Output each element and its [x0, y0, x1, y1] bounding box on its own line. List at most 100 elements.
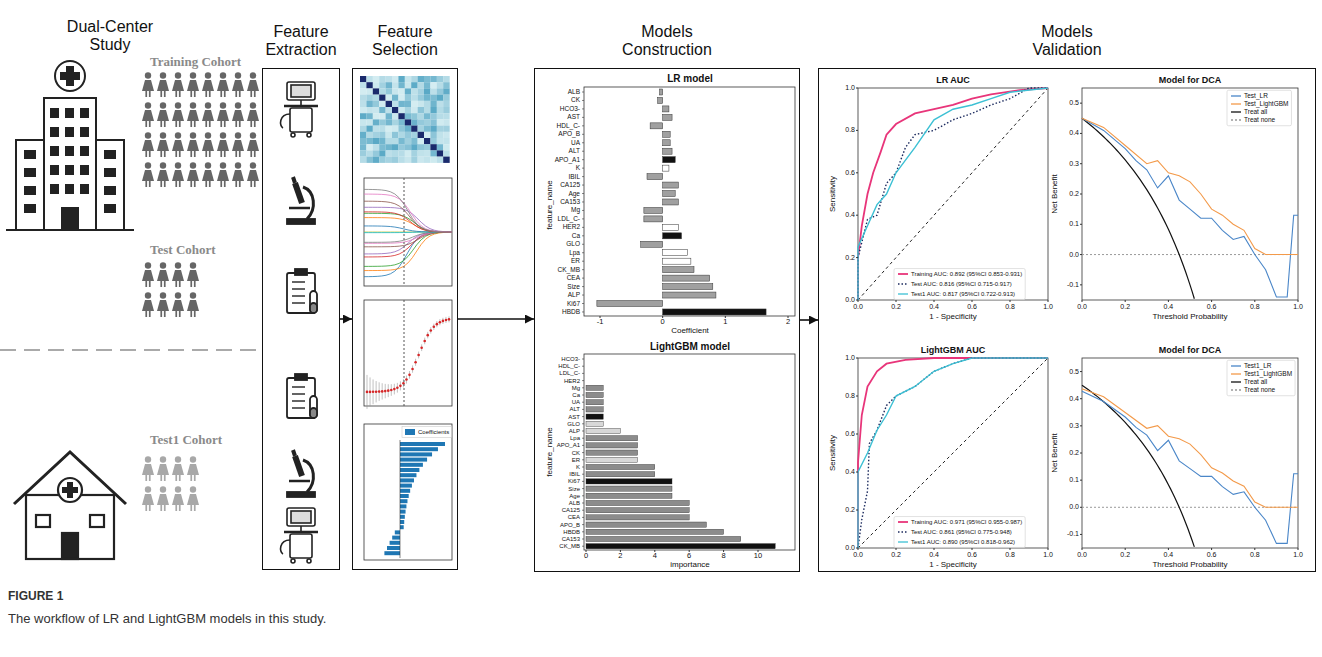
tick-label: 0.8: [1250, 303, 1260, 311]
person-icon: [187, 262, 199, 287]
tick-label: 0.4: [1069, 395, 1079, 403]
legend-text: Test1_LR: [1244, 362, 1271, 369]
feature-name: K: [576, 164, 580, 171]
person-icon: [217, 72, 229, 97]
tick-label: 0.0: [853, 303, 863, 311]
person-icon: [172, 132, 184, 157]
person-icon: [172, 456, 184, 481]
panel-heading: Feature Extraction: [254, 23, 349, 59]
person-icon: [187, 456, 199, 481]
feature-name: APO_B: [558, 131, 580, 138]
legend-line-sample: [898, 521, 908, 523]
panel-box: Models Validation: [818, 68, 1316, 572]
person-icon: [217, 102, 229, 127]
feature-name: CA153: [560, 198, 580, 205]
tick-label: 0.2: [845, 254, 855, 262]
feature-name: APO_A1: [557, 442, 580, 449]
legend-line-sample: [1231, 103, 1241, 104]
person-icon: [157, 292, 169, 317]
feature-name: CA125: [562, 507, 580, 514]
tick-label: 0.6: [967, 303, 977, 311]
person-icon: [142, 456, 154, 481]
feature-name: ALP: [568, 291, 580, 298]
feature-name: HCO3-: [561, 356, 580, 363]
person-icon: [157, 102, 169, 127]
tick-label: 1.0: [1043, 551, 1053, 559]
feature-name: ALB: [568, 88, 580, 95]
tick-label: 1: [723, 318, 727, 327]
dca-chart: [1080, 88, 1298, 302]
feature-name: CA153: [562, 536, 580, 543]
person-icon: [172, 292, 184, 317]
feature-name: AST: [567, 114, 580, 121]
legend-line-sample: [1231, 373, 1241, 374]
legend-line-sample: [898, 531, 908, 532]
tick-label: 0.0: [845, 296, 855, 304]
panel-heading: Feature Selection: [358, 23, 453, 59]
legend-line-sample: [1231, 389, 1241, 390]
feature-name: CEA: [567, 274, 580, 281]
tick-label: 0.4: [1069, 129, 1079, 137]
legend-box: [1227, 360, 1295, 395]
axis-title: Sensitivity: [828, 435, 837, 471]
axis-title: Coefficient: [671, 326, 709, 335]
roc-chart: [856, 88, 1048, 302]
legend-line-sample: [1231, 111, 1241, 112]
legend-box: [894, 517, 1025, 548]
feature-name: GLO: [567, 420, 580, 427]
tick-label: 0.2: [1069, 449, 1079, 457]
person-icon: [172, 486, 184, 511]
legend-box: [894, 269, 1025, 300]
ultrasound-icon: [281, 82, 318, 137]
tick-label: 0.3: [1069, 422, 1079, 430]
person-icon: [202, 72, 214, 97]
feature-name: Size: [568, 485, 580, 492]
legend-text: Test AUC: 0.816 (95%CI 0.715-0.917): [911, 281, 1012, 288]
legend-line-sample: [1231, 381, 1241, 382]
tick-label: -0.1: [1067, 530, 1079, 538]
ultrasound-icon: [281, 508, 318, 563]
tick-label: 0.8: [845, 392, 855, 400]
legend-box: [402, 427, 451, 438]
flow-arrow: [340, 318, 352, 320]
person-icon: [142, 162, 154, 187]
tick-label: 0.3: [1069, 160, 1079, 168]
feature-name: Ca: [572, 232, 580, 239]
feature-name: ER: [571, 257, 580, 264]
chart-title: Model for DCA: [1159, 75, 1222, 85]
tick-label: -0.1: [1067, 281, 1079, 289]
tick-label: 0.4: [1164, 303, 1174, 311]
feature-name: Size: [567, 283, 580, 290]
tick-label: 0.2: [891, 303, 901, 311]
tick-label: 1.0: [1293, 303, 1303, 311]
tick-label: 1.0: [1043, 303, 1053, 311]
chart-title: LightGBM AUC: [921, 345, 986, 355]
axis-title: feature_name: [545, 180, 554, 229]
figure-caption: The workflow of LR and LightGBM models i…: [8, 612, 326, 627]
feature-name: Age: [568, 190, 580, 197]
feature-name: AST: [568, 413, 580, 420]
person-icon: [157, 162, 169, 187]
feature-name: CK: [572, 449, 580, 456]
legend-text: Treat none: [1244, 386, 1275, 393]
feature-name: UA: [571, 139, 580, 146]
feature-name: HBDB: [563, 528, 580, 535]
feature-name: HDL_C-: [557, 122, 580, 129]
person-icon: [157, 72, 169, 97]
tick-label: 0.0: [1069, 503, 1079, 511]
person-icon: [187, 162, 199, 187]
feature-name: HER2: [564, 377, 580, 384]
person-icon: [172, 72, 184, 97]
lr-coefficient-chart: [582, 87, 795, 318]
roc-chart: [856, 358, 1048, 550]
legend-line-sample: [898, 293, 908, 294]
tick-label: 0.2: [1069, 190, 1079, 198]
person-icon: [202, 102, 214, 127]
tick-label: 0.2: [1120, 303, 1130, 311]
legend-text: Test1_LightGBM: [1244, 370, 1292, 377]
legend-text: Treat all: [1244, 108, 1267, 115]
tick-label: 0.0: [1077, 303, 1087, 311]
clinic-icon: [14, 452, 126, 559]
legend-text: Treat none: [1244, 116, 1275, 123]
